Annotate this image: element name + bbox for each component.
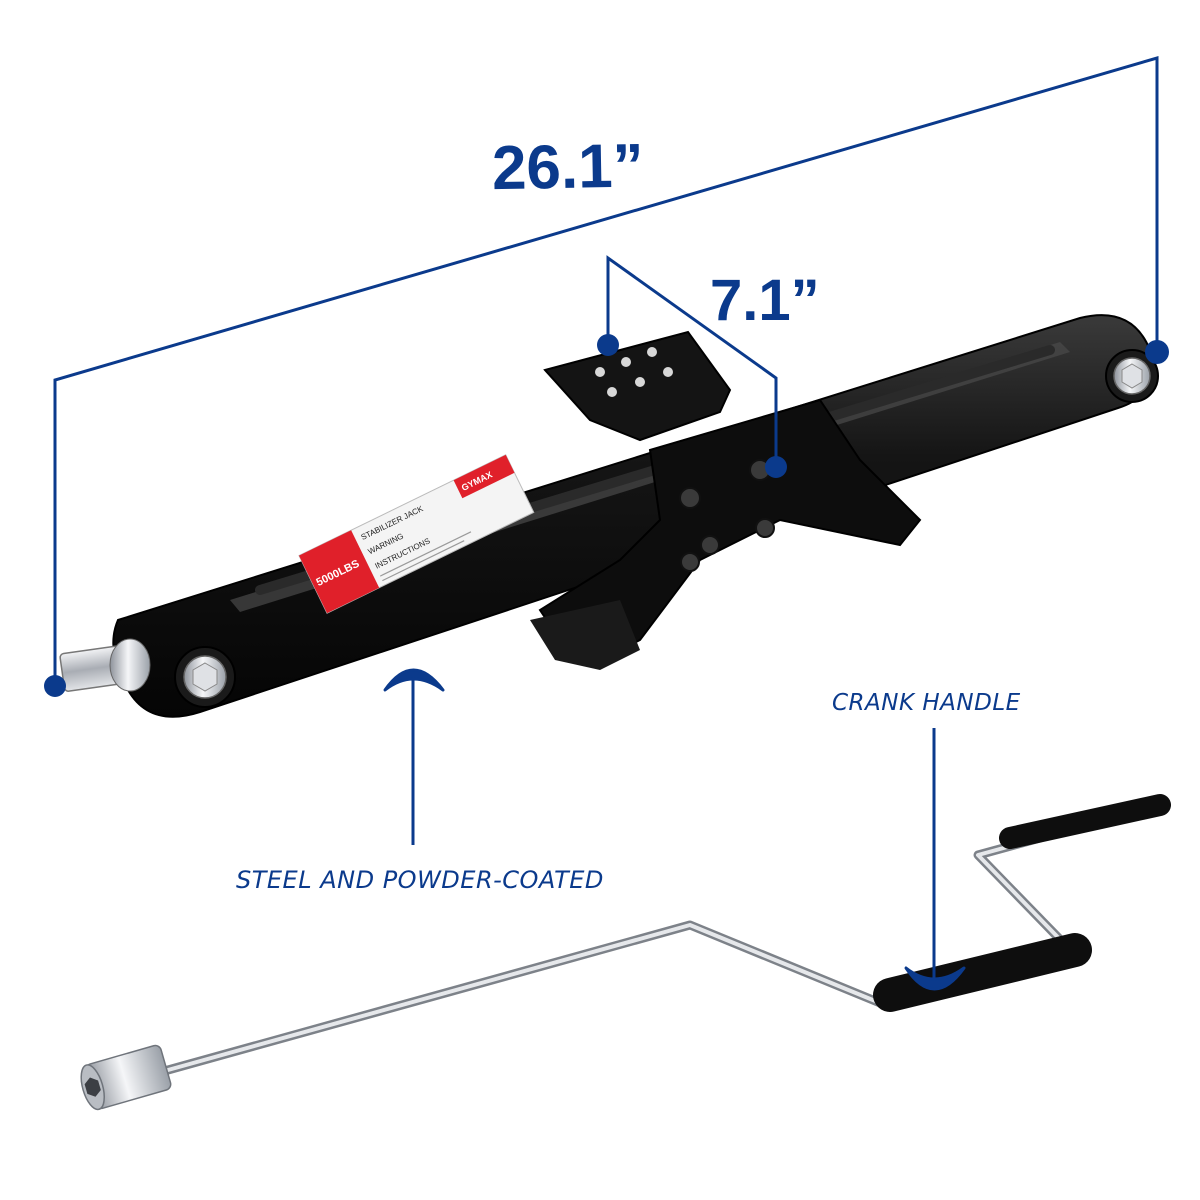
jack-scissor-block xyxy=(538,398,922,662)
dimension-plate-width xyxy=(606,255,778,467)
left-pivot-hex xyxy=(192,662,218,692)
right-pivot-hex xyxy=(1121,363,1143,389)
dimension-overall-length xyxy=(53,55,1159,686)
label-text-lines xyxy=(379,531,472,582)
length-marker-right xyxy=(1145,340,1169,364)
jack-warning-label: 5000LBS GYMAX STABILIZER JACK WARNING IN… xyxy=(298,454,535,614)
drive-collar xyxy=(109,638,151,692)
crank-grip-lower xyxy=(873,933,1092,1012)
material-callout-arrow xyxy=(383,668,445,845)
jack-foot xyxy=(530,600,640,670)
plate-width-label: 7.1” xyxy=(710,268,820,333)
crank-grip-upper xyxy=(999,794,1171,849)
width-marker-top xyxy=(597,334,619,356)
width-marker-bottom xyxy=(765,456,787,478)
handle-callout-arrow xyxy=(904,728,966,991)
material-callout-label: STEEL AND POWDER-COATED xyxy=(236,866,604,894)
scissor-jack: 5000LBS GYMAX STABILIZER JACK WARNING IN… xyxy=(59,314,1159,718)
crank-socket xyxy=(80,1044,172,1111)
crank-handle xyxy=(80,794,1171,1111)
jack-bolts xyxy=(679,459,775,572)
handle-callout-label: CRANK HANDLE xyxy=(832,690,1021,716)
mount-plate-holes xyxy=(595,347,673,397)
overall-length-label: 26.1” xyxy=(491,132,644,204)
length-marker-left xyxy=(44,675,66,697)
